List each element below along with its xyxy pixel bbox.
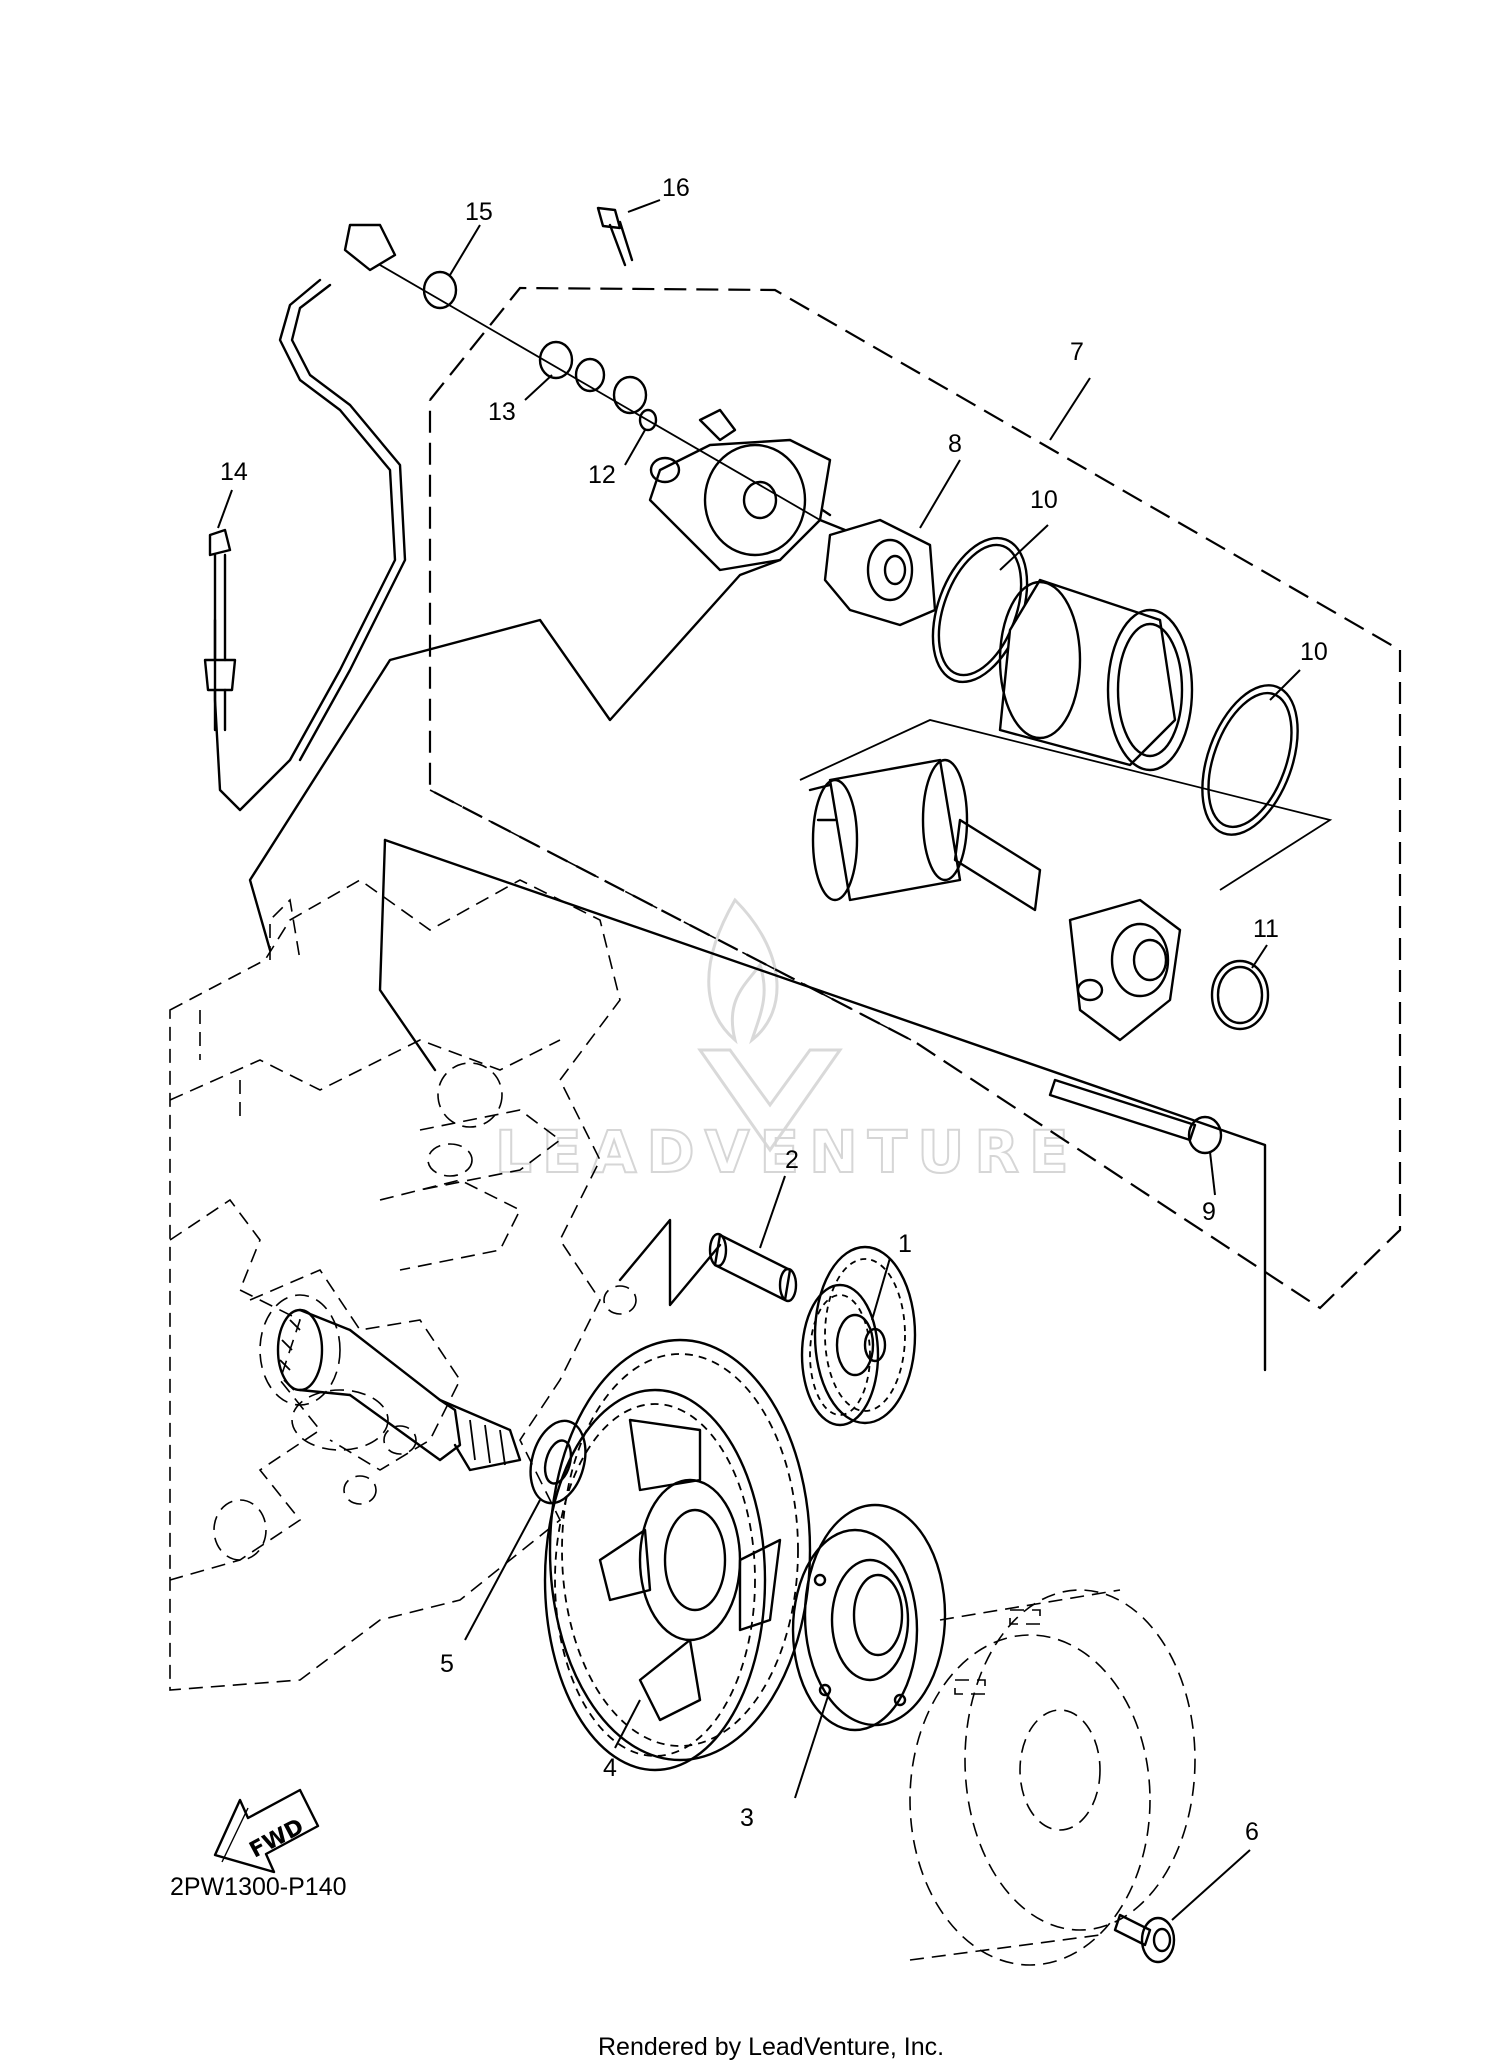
starter-yoke [998, 578, 1194, 772]
callout-11: 11 [1253, 915, 1279, 943]
part-10-o-ring-lower [1201, 684, 1299, 836]
part-4-starter-wheel-gear [543, 1338, 812, 1772]
part-9-long-bolt [1048, 1078, 1223, 1155]
callout-5: 5 [440, 1650, 454, 1678]
crankshaft [276, 1308, 522, 1472]
flywheel-rotor [909, 1589, 1196, 1966]
break-line-upper [248, 558, 782, 952]
callout-6: 6 [1245, 1818, 1259, 1846]
callout-13: 13 [488, 398, 516, 426]
assembly-axis-line [379, 264, 821, 521]
part-16-bolt [596, 206, 634, 267]
leader-lines [217, 199, 1301, 1921]
watermark-text: LEADVENTURE [495, 1118, 1079, 1186]
part-3-one-way-clutch [791, 1503, 947, 1732]
part-13-nut-stack [538, 340, 648, 415]
starter-end-cover [648, 408, 832, 572]
callout-10-upper: 10 [1030, 486, 1058, 514]
part-12-washer [638, 408, 658, 432]
callout-3: 3 [740, 1804, 754, 1832]
starter-assembly-boundary [428, 286, 1402, 1310]
part-14-starter-cable [203, 223, 407, 812]
callout-8: 8 [948, 430, 962, 458]
part-11-o-ring [1210, 959, 1270, 1031]
callout-15: 15 [465, 198, 493, 226]
callout-16: 16 [662, 174, 690, 202]
break-line-left [378, 838, 437, 1072]
starter-front-cover [1068, 898, 1182, 1042]
callout-2: 2 [785, 1146, 799, 1174]
part-15-nut [422, 270, 458, 310]
break-line-shaft [618, 1218, 722, 1307]
part-2-shaft [708, 1232, 798, 1303]
callout-14: 14 [220, 458, 248, 486]
part-6-bolt [1113, 1913, 1176, 1964]
callout-9: 9 [1202, 1198, 1216, 1226]
part-8-brush-holder [813, 503, 937, 627]
leadventure-logo-icon [697, 897, 843, 1153]
diagram-code: 2PW1300-P140 [170, 1873, 347, 1901]
part-1-idler-gear [800, 1245, 917, 1427]
fwd-arrow-icon: FWD [213, 1788, 320, 1874]
callout-4: 4 [603, 1754, 617, 1782]
callout-12: 12 [588, 461, 616, 489]
callout-10-lower: 10 [1300, 638, 1328, 666]
armature [799, 719, 1333, 912]
callout-1: 1 [898, 1230, 912, 1258]
render-credit: Rendered by LeadVenture, Inc. [598, 2033, 944, 2061]
callout-7: 7 [1070, 338, 1084, 366]
part-5-washer [529, 1419, 587, 1505]
crankcase-outline [169, 879, 637, 1691]
bracket-line-right [383, 838, 1267, 1372]
